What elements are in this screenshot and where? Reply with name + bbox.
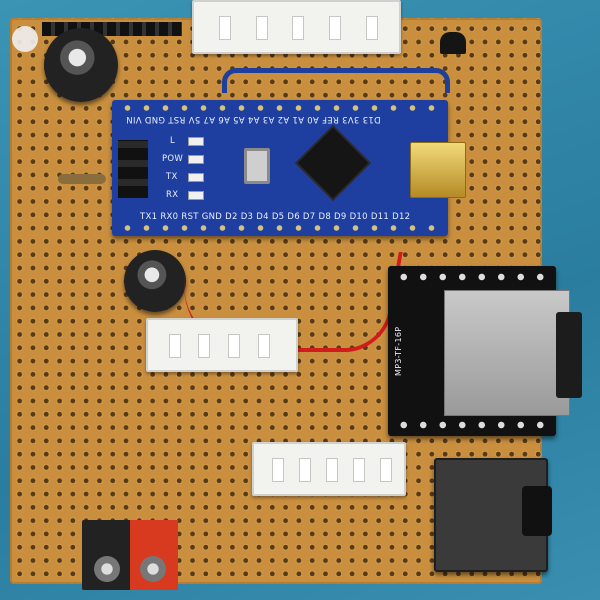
mp3-pin-row-bottom [394,420,550,430]
bottom-pin-row [118,224,438,232]
led-label-rx: RX [166,190,179,200]
led-3 [188,173,204,182]
bottom-pin-labels: TX1 RX0 RST GND D2 D3 D4 D5 D6 D7 D8 D9 … [140,212,411,222]
transistor [440,32,466,54]
led-label-pow: POW [162,154,184,164]
led-label-tx: TX [166,172,178,182]
jack-socket [522,486,552,536]
reset-button [244,148,270,184]
mini-usb-port [410,142,466,198]
led-label-l: L [170,136,176,146]
electrolytic-capacitor-top [44,28,118,102]
arduino-nano-board: D13 3V3 REF A0 A1 A2 A3 A4 A5 A6 A7 5V R… [112,100,466,236]
top-pin-labels: D13 3V3 REF A0 A1 A2 A3 A4 A5 A6 A7 5V R… [126,114,381,124]
jst-connector-middle [146,318,298,372]
jst-connector-bottom [252,442,406,496]
screw-terminal [82,520,178,590]
terminal-screw-1 [94,556,120,582]
sd-card-slot [444,290,570,416]
small-component [12,26,38,52]
mp3-module-label: MP3-TF-16P [394,326,403,376]
resistor [58,174,106,184]
atmega-chip [297,127,369,199]
led-4 [188,191,204,200]
led-2 [188,155,204,164]
mp3-pin-row-top [394,272,550,282]
micro-sd-card [556,312,582,398]
mp3-module: MP3-TF-16P [388,266,570,436]
top-pin-row [118,104,438,112]
electrolytic-capacitor-middle [124,250,186,312]
led-1 [188,137,204,146]
audio-jack [434,458,552,572]
jst-connector-top [192,0,401,54]
terminal-screw-2 [140,556,166,582]
blue-wire [222,68,450,93]
icsp-header [118,140,148,198]
